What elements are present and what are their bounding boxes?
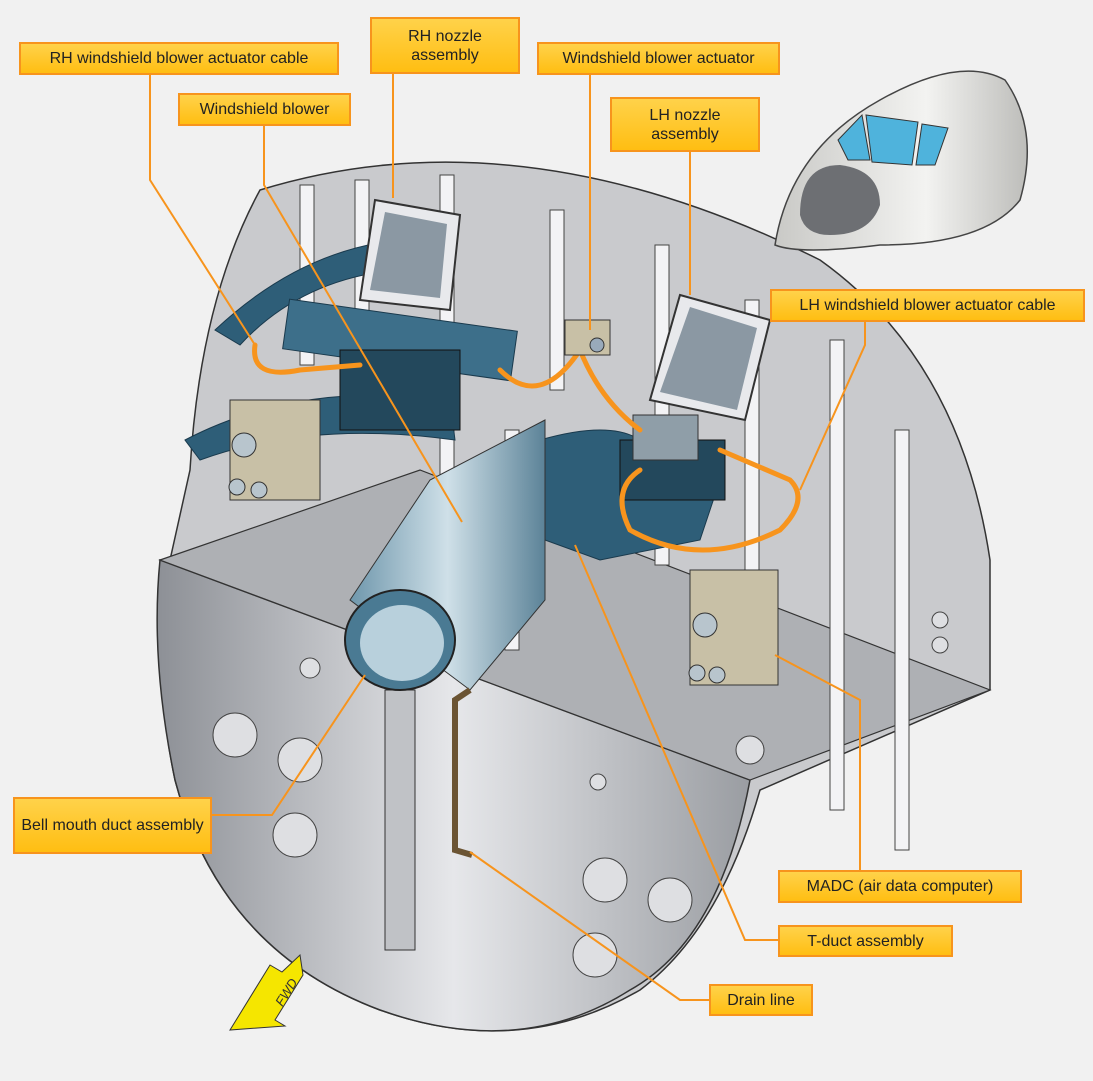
leader-lines	[149, 74, 866, 1001]
label-madc: MADC (air data computer)	[778, 870, 1022, 903]
label-bell-mouth-duct-assembly: Bell mouth duct assembly	[13, 797, 212, 854]
forward-arrow-icon: FWD	[229, 953, 304, 1031]
ducting	[184, 198, 772, 691]
label-windshield-blower-actuator: Windshield blower actuator	[537, 42, 780, 75]
label-windshield-blower: Windshield blower	[178, 93, 351, 126]
label-rh-nozzle-assembly: RH nozzle assembly	[370, 17, 520, 74]
label-t-duct-assembly: T-duct assembly	[778, 925, 953, 957]
label-lh-windshield-blower-actuator-cable: LH windshield blower actuator cable	[770, 289, 1085, 322]
label-rh-windshield-blower-actuator-cable: RH windshield blower actuator cable	[19, 42, 339, 75]
aircraft-nose-icon	[774, 70, 1028, 251]
label-lh-nozzle-assembly: LH nozzle assembly	[610, 97, 760, 152]
components	[228, 319, 779, 858]
label-drain-line: Drain line	[709, 984, 813, 1016]
